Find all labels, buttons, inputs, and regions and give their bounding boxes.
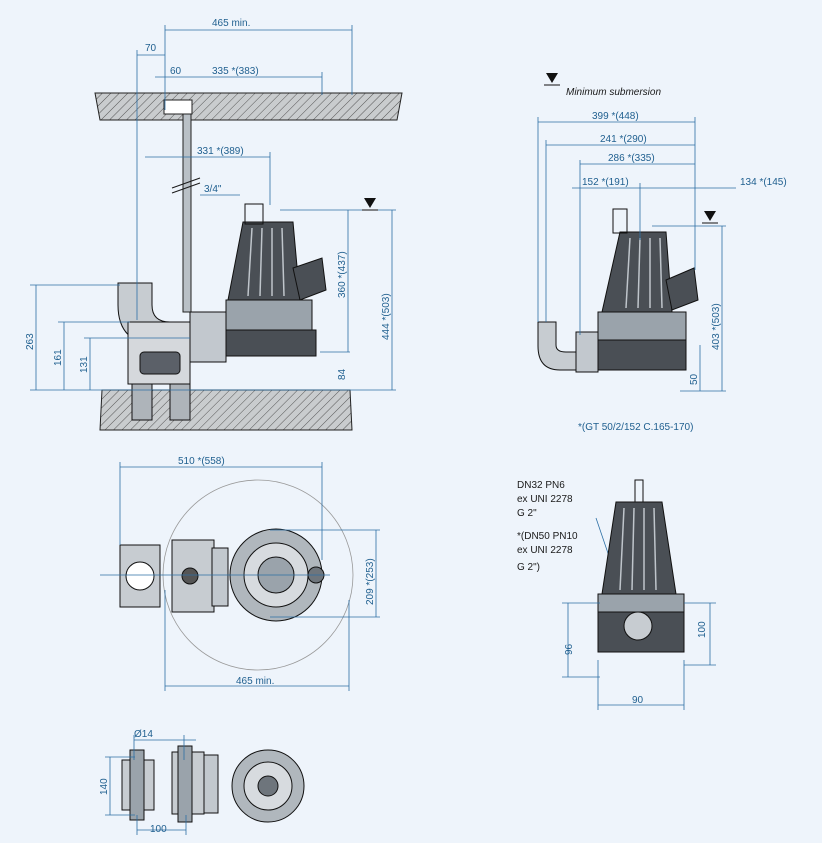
- dim-465-min: 465 min.: [212, 18, 250, 29]
- guide-pipe: [182, 99, 192, 313]
- dim-100-base: 100: [150, 824, 167, 835]
- coupling-base: [203, 754, 219, 814]
- legend-minimum-submersion: Minimum submersion: [566, 87, 661, 98]
- upper-bracket: [163, 99, 193, 115]
- dim-100: 100: [697, 621, 708, 638]
- flange-note-line1: DN32 PN6: [517, 480, 565, 491]
- dim-dia-14: Ø14: [134, 729, 153, 740]
- dim-241: 241 *(290): [600, 134, 647, 145]
- dim-152: 152 *(191): [582, 177, 629, 188]
- pump-housing-front: [597, 593, 685, 613]
- dim-131: 131: [79, 356, 90, 373]
- pipe-size: 3/4": [204, 184, 222, 195]
- dim-60: 60: [170, 66, 182, 77]
- flange-note-line3: G 2": [517, 508, 537, 519]
- lifting-handle: [634, 479, 644, 503]
- dim-403: 403 *(503): [711, 303, 722, 350]
- top-view: 510 *(558) 209 *(253) 465 min.: [100, 456, 380, 691]
- dim-444: 444 *(503): [381, 293, 392, 340]
- dim-209: 209 *(253): [365, 558, 376, 605]
- flange: [575, 331, 599, 373]
- base-view: Ø14 140 100: [99, 729, 305, 835]
- installation-dimensions: [30, 25, 396, 391]
- dim-134: 134 *(145): [740, 177, 787, 188]
- coupling-top: [211, 547, 229, 607]
- top-dimensions: [100, 462, 380, 691]
- cable-gland: [292, 257, 327, 301]
- dim-90: 90: [632, 695, 644, 706]
- side-view: Minimum submersion: [537, 73, 787, 433]
- flange-note-line2: ex UNI 2278: [517, 494, 573, 505]
- dim-96: 96: [564, 643, 575, 655]
- dim-465-min-top: 465 min.: [236, 676, 274, 687]
- lifting-handle: [244, 203, 264, 225]
- anchor-bolt: [169, 383, 191, 421]
- dim-286: 286 *(335): [608, 153, 655, 164]
- volute: [597, 339, 687, 371]
- dim-335: 335 *(383): [212, 66, 259, 77]
- water-level-icon: [364, 198, 376, 208]
- dim-263: 263: [25, 333, 36, 350]
- pump-housing: [225, 299, 313, 331]
- front-view: DN32 PN6 ex UNI 2278 G 2" *(DN50 PN10 ex…: [517, 479, 716, 710]
- dim-50: 50: [689, 373, 700, 385]
- dim-399: 399 *(448): [592, 111, 639, 122]
- dim-360: 360 *(437): [337, 251, 348, 298]
- dim-84: 84: [337, 368, 348, 380]
- pump-motor-front: [601, 501, 677, 595]
- anchor-bolt: [131, 383, 153, 421]
- flange-note-line6: G 2"): [517, 562, 540, 573]
- pump-motor: [227, 221, 301, 301]
- dim-161: 161: [53, 349, 64, 366]
- coupling: [189, 311, 227, 363]
- base-dimensions: [105, 735, 196, 835]
- submersion-icon: [546, 73, 558, 83]
- dim-331: 331 *(389): [197, 146, 244, 157]
- flange-note-line5: ex UNI 2278: [517, 545, 573, 556]
- side-dimensions: [537, 117, 736, 392]
- installation-view: 465 min. 70 60 335 *(383) 331 *(389) 3/4…: [25, 18, 403, 431]
- pump-housing: [597, 311, 687, 341]
- dim-510: 510 *(558): [178, 456, 225, 467]
- front-dimensions: [562, 602, 716, 710]
- dim-70: 70: [145, 43, 157, 54]
- water-level-icon: [704, 211, 716, 221]
- ceiling-slab: [94, 92, 403, 121]
- volute: [225, 329, 317, 357]
- lifting-handle: [612, 208, 628, 234]
- footnote: *(GT 50/2/152 C.165-170): [578, 422, 693, 433]
- flange-note-line4: *(DN50 PN10: [517, 531, 578, 542]
- discharge-flange: [623, 611, 653, 641]
- discharge-elbow: [537, 321, 583, 371]
- dim-140: 140: [99, 778, 110, 795]
- cable-gland: [665, 267, 699, 311]
